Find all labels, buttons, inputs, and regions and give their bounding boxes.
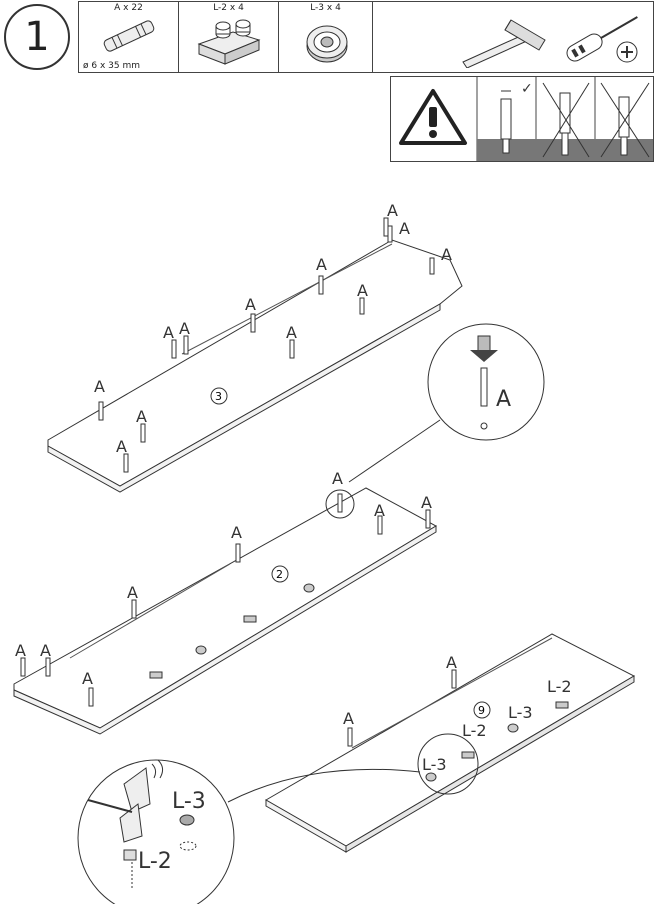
panel-number-9-text: 9 — [478, 704, 485, 717]
panel-9 — [265, 633, 636, 853]
warning-triangle-icon — [399, 89, 467, 145]
detail-label-l2: L-2 — [138, 849, 172, 874]
part-a-spec: ø 6 x 35 mm — [83, 61, 140, 71]
label-a: A — [136, 407, 147, 426]
panel-number-3: 3 — [210, 387, 228, 405]
cam-detail-callout — [77, 759, 235, 904]
label-a: A — [357, 281, 368, 300]
cam-holes-panel-9 — [425, 701, 569, 782]
assembly-diagram: A A A A A A A A A A A A A A A A A A A A … — [13, 201, 636, 904]
label-a: A — [15, 641, 26, 660]
panel-number-3-text: 3 — [215, 390, 222, 403]
part-l2-cell: L-2 x 4 — [179, 2, 279, 72]
label-l2: L-2 — [547, 677, 572, 696]
label-a: A — [387, 201, 398, 220]
warning-panel: ✓ — [399, 77, 653, 161]
cam-lock-icon — [306, 25, 348, 63]
label-l3: L-3 — [508, 703, 533, 722]
label-a: A — [316, 255, 327, 274]
warning-box: ✓ — [390, 76, 654, 162]
label-a: A — [332, 469, 343, 488]
parts-bar: A x 22 ø 6 x 35 mm L-2 x 4 — [78, 1, 654, 73]
label-a: A — [421, 493, 432, 512]
label-a: A — [245, 295, 256, 314]
label-a: A — [94, 377, 105, 396]
phillips-screwdriver-icon — [566, 16, 638, 63]
check-icon: ✓ — [521, 81, 533, 97]
panel-3 — [47, 239, 463, 493]
panel-2 — [13, 487, 438, 735]
part-l3-qty: L-3 x 4 — [310, 3, 341, 13]
step-number-text: 1 — [24, 14, 50, 60]
dowel-detail-callout — [427, 323, 545, 441]
correct-dowel-depth-icon: ✓ — [500, 81, 533, 154]
panel-number-9: 9 — [473, 701, 491, 719]
label-a: A — [116, 437, 127, 456]
label-l2: L-2 — [462, 721, 487, 740]
label-a: A — [231, 523, 242, 542]
wrong-dowel-angle-icon — [600, 82, 650, 158]
label-a: A — [40, 641, 51, 660]
part-a-qty: A x 22 — [114, 3, 143, 13]
part-a-cell: A x 22 ø 6 x 35 mm — [79, 2, 179, 72]
label-a: A — [446, 653, 457, 672]
label-a: A — [82, 669, 93, 688]
hammer-icon — [462, 19, 546, 68]
part-l3-cell: L-3 x 4 — [279, 2, 373, 72]
dowel-icon — [103, 20, 155, 52]
dowels-panel-9 — [347, 669, 457, 747]
detail-label-a: A — [496, 387, 511, 412]
part-l2-qty: L-2 x 4 — [213, 3, 244, 13]
label-a: A — [163, 323, 174, 342]
cam-detail-marker — [417, 733, 479, 795]
label-a: A — [179, 319, 190, 338]
label-a: A — [286, 323, 297, 342]
label-a: A — [374, 501, 385, 520]
label-a: A — [343, 709, 354, 728]
cam-holes-panel-2 — [149, 583, 315, 679]
diameter-icon: ø — [83, 61, 89, 71]
detail-label-l3: L-3 — [172, 789, 206, 814]
label-a: A — [399, 219, 410, 238]
label-a: A — [441, 245, 452, 264]
label-l3: L-3 — [422, 755, 447, 774]
panel-number-2: 2 — [271, 565, 289, 583]
dowel-detail-marker — [325, 489, 355, 519]
connector-icon — [197, 19, 261, 65]
part-a-spec-text: 6 x 35 mm — [91, 61, 141, 71]
panel-number-2-text: 2 — [276, 568, 283, 581]
label-a: A — [127, 583, 138, 602]
dowels-panel-2 — [20, 493, 431, 707]
step-number: 1 — [4, 4, 70, 70]
tools-cell — [373, 2, 653, 72]
wrong-dowel-depth-icon — [542, 82, 590, 158]
dowels-panel-3 — [98, 217, 435, 473]
